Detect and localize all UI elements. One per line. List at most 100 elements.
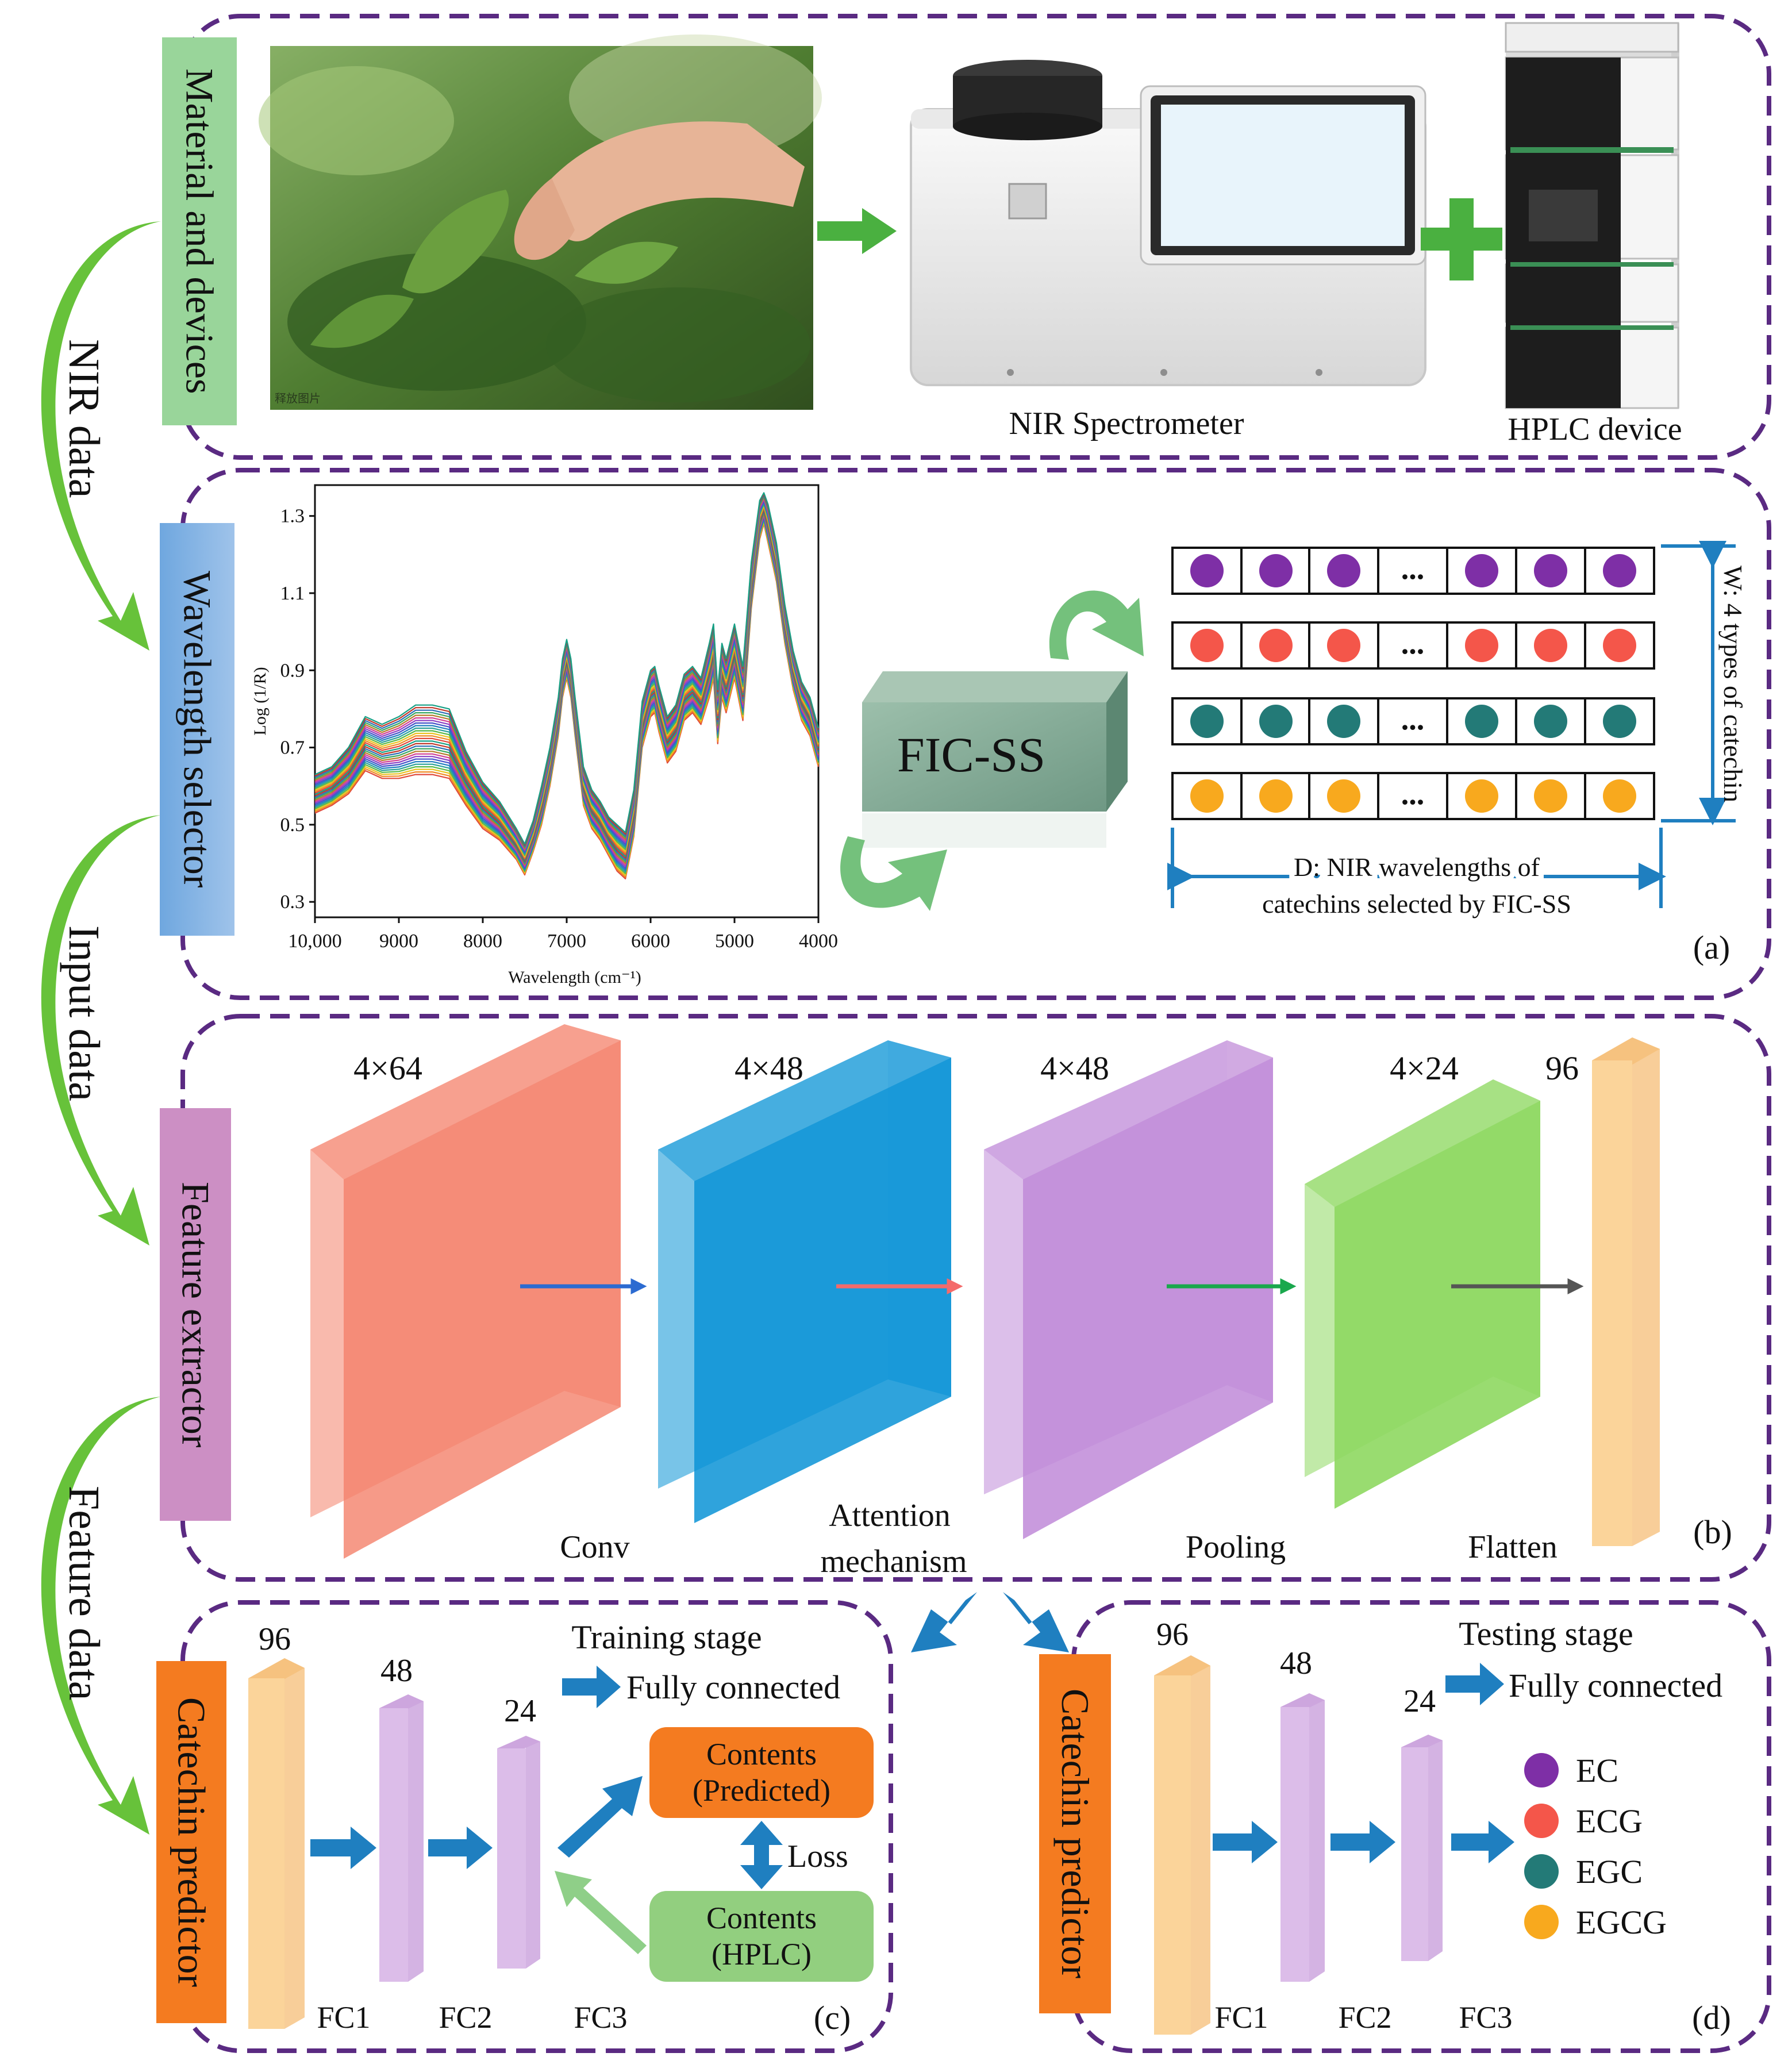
split-arrow-left [911,1592,977,1652]
material-devices-box: Material and devices [162,37,237,425]
panel-d-tag: (d) [1692,1999,1731,2036]
feature-extractor-box: Feature extractor [160,1108,231,1521]
dim-48-c: 48 [380,1653,413,1689]
w-dimension: W: 4 types of catechin [1661,541,1748,825]
matrix-dot [1327,554,1360,587]
nir-spectrometer-image [910,60,1426,386]
loss-label: Loss [787,1839,848,1874]
catechin-predictor-right-label: Catechin predictor [1053,1689,1097,1979]
matrix-dot [1259,554,1293,587]
x-tick-label: 4000 [799,931,838,952]
matrix-ellipsis: ... [1401,626,1425,660]
flatten-feature-map [1305,1079,1540,1509]
legend-label-egcg: EGCG [1576,1904,1667,1941]
hplc-device-image [1505,22,1679,409]
panel-b-tag: (b) [1693,1513,1732,1551]
matrix-dot [1465,629,1498,662]
fc-bar-24-c [497,1736,540,1969]
matrix-dot [1534,779,1567,813]
flow-label-input-data: Input data [60,925,108,1102]
plus-icon [1421,198,1502,280]
fc-bar-24-d [1401,1735,1443,1961]
legend-dot-ecg [1524,1804,1559,1838]
matrix-dot [1259,629,1293,662]
training-stage-title: Training stage [571,1619,762,1656]
matrix-ellipsis: ... [1401,776,1425,811]
dim-vector: 96 [1545,1050,1579,1087]
matrix-ellipsis: ... [1401,702,1425,736]
x-tick-label: 8000 [463,931,502,952]
matrix-dot [1190,779,1224,813]
legend-fully-connected-d: Fully connected [1509,1667,1722,1704]
matrix-dot [1534,705,1567,738]
flow-label-feature-data: Feature data [60,1486,108,1701]
matrix-dot [1603,554,1636,587]
matrix-dot [1190,629,1224,662]
dim-48-d: 48 [1280,1646,1312,1681]
arrow-photo-to-nir [817,208,897,254]
matrix-dot [1259,779,1293,813]
catechin-predictor-right-box: Catechin predictor [1039,1654,1111,2013]
stage-attention-line1: Attention [829,1498,951,1533]
chart-frame [314,484,820,918]
flow-arrows [41,221,161,1835]
curved-arrow-to-matrix [1049,590,1144,660]
fc-layers-c [248,1658,540,2029]
fic-ss-block: FIC-SS [862,671,1128,848]
fc-arrows-c [310,1776,643,1869]
predicted-line1: Contents [706,1737,817,1771]
matrix-dot [1327,629,1360,662]
catechin-predictor-left-label: Catechin predictor [170,1697,214,1988]
chart-y-ticks: 1.31.10.90.70.50.3 [280,506,315,913]
fc1-label-c: FC1 [317,2000,370,2035]
fc-bar-48-d [1280,1693,1325,1982]
x-tick-label: 10,000 [288,931,342,952]
legend-fully-connected-c: Fully connected [626,1669,840,1706]
matrix-dot [1327,779,1360,813]
matrix-dot [1190,705,1224,738]
y-tick-label: 0.5 [280,814,305,836]
photo-watermark: 释放图片 [275,392,321,405]
matrix-dot [1603,779,1636,813]
catechin-predictor-left-box: Catechin predictor [156,1661,226,2023]
d-dimension-label-line2: catechins selected by FIC-SS [1262,889,1571,918]
fc-arrow-d-1 [1213,1821,1278,1863]
fc-labels-c: FC1 FC2 FC3 [317,2000,627,2035]
y-tick-label: 0.9 [280,660,305,681]
legend-arrow-icon-d [1445,1663,1504,1705]
x-tick-label: 5000 [715,931,754,952]
split-arrow-right [1003,1592,1069,1652]
material-devices-label: Material and devices [178,68,222,394]
legend-label-ecg: ECG [1576,1802,1643,1840]
predicted-line2: (Predicted) [693,1773,830,1808]
panel-a-tag: (a) [1693,929,1730,966]
feature-maps [310,1024,1660,1559]
legend-dot-egc [1524,1854,1559,1889]
chart-y-axis-label: Log (1/R) [251,667,270,735]
panel-devices-border [180,14,1771,460]
y-tick-label: 0.3 [280,891,305,913]
matrix-dot [1603,705,1636,738]
tea-photo: 释放图片 [259,34,822,410]
wavelength-selector-label: Wavelength selector [175,571,220,888]
fc-arrow-d-3 [1451,1821,1514,1863]
fc-layers-d [1154,1655,1443,2035]
fc-labels-d: FC1 FC2 FC3 [1214,2000,1512,2035]
stage-attention-line2: mechanism [820,1544,967,1579]
dim-conv: 4×64 [353,1050,422,1087]
conv-feature-map [310,1024,621,1559]
flow-label-nir-data: NIR data [60,339,108,498]
y-tick-label: 1.3 [280,506,305,527]
dim-96-c: 96 [259,1621,291,1657]
legend-dot-egcg [1524,1905,1559,1939]
matrix-ellipsis: ... [1401,551,1425,586]
loss-double-arrow [740,1821,783,1889]
chart-series-group [314,492,820,879]
dim-pooling: 4×48 [1040,1050,1109,1087]
matrix-dot [1327,705,1360,738]
pooling-feature-map [984,1040,1273,1539]
stage-conv: Conv [560,1529,629,1565]
w-dimension-label: W: 4 types of catechin [1718,566,1748,802]
panel-c-tag: (c) [814,1999,851,2036]
